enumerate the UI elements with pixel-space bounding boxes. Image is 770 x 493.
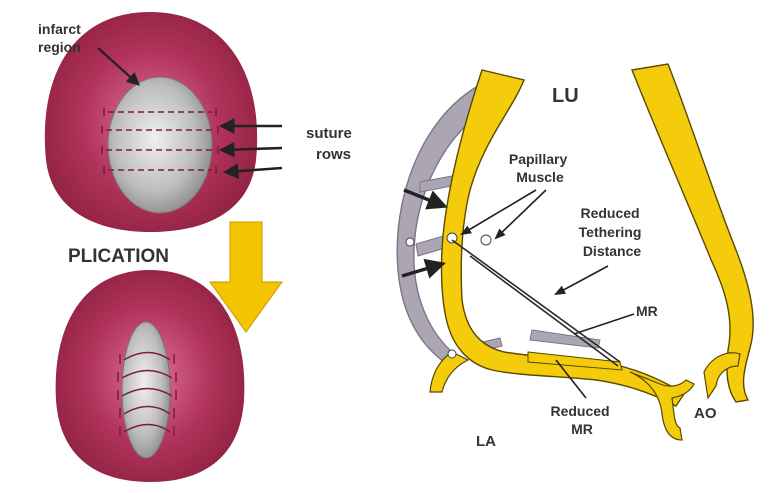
mr-pointer-line: [574, 314, 634, 334]
aorta-wall-yellow: [632, 64, 753, 402]
grey-circle: [406, 238, 414, 246]
ao-label: AO: [694, 405, 717, 422]
annulus-circle: [448, 350, 456, 358]
la-label: LA: [476, 433, 496, 450]
heart-before-plication: infarct region suture rows: [38, 12, 356, 232]
cross-section-diagram: LU Papillary Muscle Reduced Tethering Di…: [397, 64, 753, 450]
mr-label: MR: [636, 303, 658, 319]
plication-label: PLICATION: [68, 246, 169, 267]
reduced-tethering-label: Reduced Tethering Distance: [579, 205, 646, 259]
suture-rows-label: suture rows: [306, 125, 356, 163]
papillary-pointer-arrows: [462, 190, 546, 238]
lv-label: LU: [552, 85, 579, 107]
la-wall-yellow: [430, 352, 468, 392]
plicated-infarct-shape: [122, 322, 170, 458]
reduced-mr-label: Reduced MR: [550, 403, 613, 437]
heart-after-plication: [56, 270, 245, 482]
infarct-region-label: infarct region: [38, 21, 85, 55]
papillary-circle-1: [447, 233, 457, 243]
tethering-pointer-arrow: [556, 266, 608, 294]
infarct-region-shape: [108, 77, 212, 213]
papillary-circle-2: [481, 235, 491, 245]
papillary-muscle-label: Papillary Muscle: [509, 151, 571, 185]
